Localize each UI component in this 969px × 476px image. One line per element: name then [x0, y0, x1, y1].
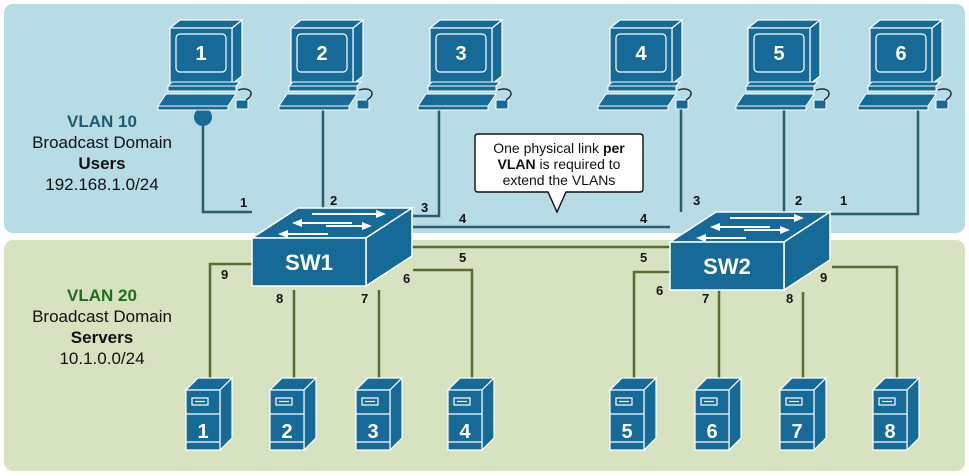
pc-5[interactable]: 5: [735, 19, 830, 111]
sw1-port-7: 7: [361, 291, 368, 306]
sw1-port-1: 1: [240, 195, 247, 210]
server-6[interactable]: 6: [694, 377, 742, 451]
vlan20-name: Servers: [71, 328, 133, 347]
sw1-port-8: 8: [276, 291, 283, 306]
switch-label: SW1: [285, 250, 333, 275]
callout-line-1: One physical link per: [493, 140, 625, 156]
vlan20-links: [208, 245, 899, 378]
vlan10-domain-label: Broadcast Domain: [32, 133, 172, 152]
sw2-port-2: 2: [795, 193, 802, 208]
server-4[interactable]: 4: [447, 377, 495, 451]
vlan10-region: [4, 4, 965, 233]
sw2-port-6: 6: [656, 283, 663, 298]
server-label: 3: [367, 421, 378, 443]
switch-sw2[interactable]: SW2: [669, 211, 831, 291]
pc-6[interactable]: 6: [857, 19, 952, 111]
link-sw2-srv5: [632, 270, 670, 378]
pc-label: 4: [635, 43, 647, 65]
sw2-port-7: 7: [702, 291, 709, 306]
sw1-port-2: 2: [330, 193, 337, 208]
sw1-port-4: 4: [459, 211, 467, 226]
pc-2[interactable]: 2: [278, 19, 373, 111]
server-2[interactable]: 2: [269, 377, 317, 451]
pc-label: 2: [316, 43, 327, 65]
server-label: 6: [706, 421, 717, 443]
pc-label: 5: [773, 43, 784, 65]
vlan20-subnet: 10.1.0.0/24: [59, 349, 144, 368]
sw2-port-4: 4: [640, 211, 648, 226]
sw1-port-9: 9: [221, 267, 228, 282]
callout-line-3: extend the VLANs: [503, 172, 616, 188]
vlan10-title: VLAN 10: [67, 112, 137, 131]
sw2-port-3: 3: [693, 193, 700, 208]
link-pc3-sw1: [413, 106, 441, 218]
server-label: 8: [884, 421, 895, 443]
server-3[interactable]: 3: [355, 377, 403, 451]
pc-label: 1: [195, 43, 206, 65]
sw1-port-3: 3: [421, 200, 428, 215]
server-label: 7: [791, 421, 802, 443]
server-label: 1: [197, 421, 208, 443]
server-label: 4: [459, 421, 471, 443]
pc-label: 6: [895, 43, 906, 65]
link-pc6-sw2: [830, 106, 920, 216]
server-7[interactable]: 7: [779, 377, 827, 451]
pc-3[interactable]: 3: [417, 19, 512, 111]
vlan10-name: Users: [78, 154, 125, 173]
server-label: 2: [281, 421, 292, 443]
vlan20-title: VLAN 20: [67, 286, 137, 305]
link-pc1-sw1: [201, 108, 252, 214]
server-1[interactable]: 1: [185, 377, 233, 451]
server-5[interactable]: 5: [609, 377, 657, 451]
switch-sw1[interactable]: SW1: [251, 207, 413, 287]
pc-label: 3: [455, 43, 466, 65]
sw2-port-9: 9: [820, 270, 827, 285]
sw2-port-1: 1: [840, 193, 847, 208]
link-sw1-srv4: [413, 268, 474, 378]
link-sw1-srv1: [208, 262, 252, 378]
sw2-port-5: 5: [640, 250, 647, 265]
server-label: 5: [621, 421, 632, 443]
pc-4[interactable]: 4: [597, 19, 692, 111]
sw1-port-5: 5: [459, 250, 466, 265]
vlan20-domain-label: Broadcast Domain: [32, 307, 172, 326]
link-endpoint-marker: [194, 108, 212, 126]
sw2-port-8: 8: [786, 291, 793, 306]
callout-line-2: VLAN is required to: [498, 156, 621, 172]
pc-1[interactable]: 1: [157, 19, 252, 111]
sw1-port-6: 6: [403, 271, 410, 286]
callout: One physical link per VLAN is required t…: [474, 133, 644, 214]
vlan10-links: [201, 106, 920, 229]
link-sw2-srv8: [832, 265, 899, 378]
server-8[interactable]: 8: [872, 377, 920, 451]
vlan10-subnet: 192.168.1.0/24: [45, 175, 158, 194]
switch-label: SW2: [703, 254, 751, 279]
